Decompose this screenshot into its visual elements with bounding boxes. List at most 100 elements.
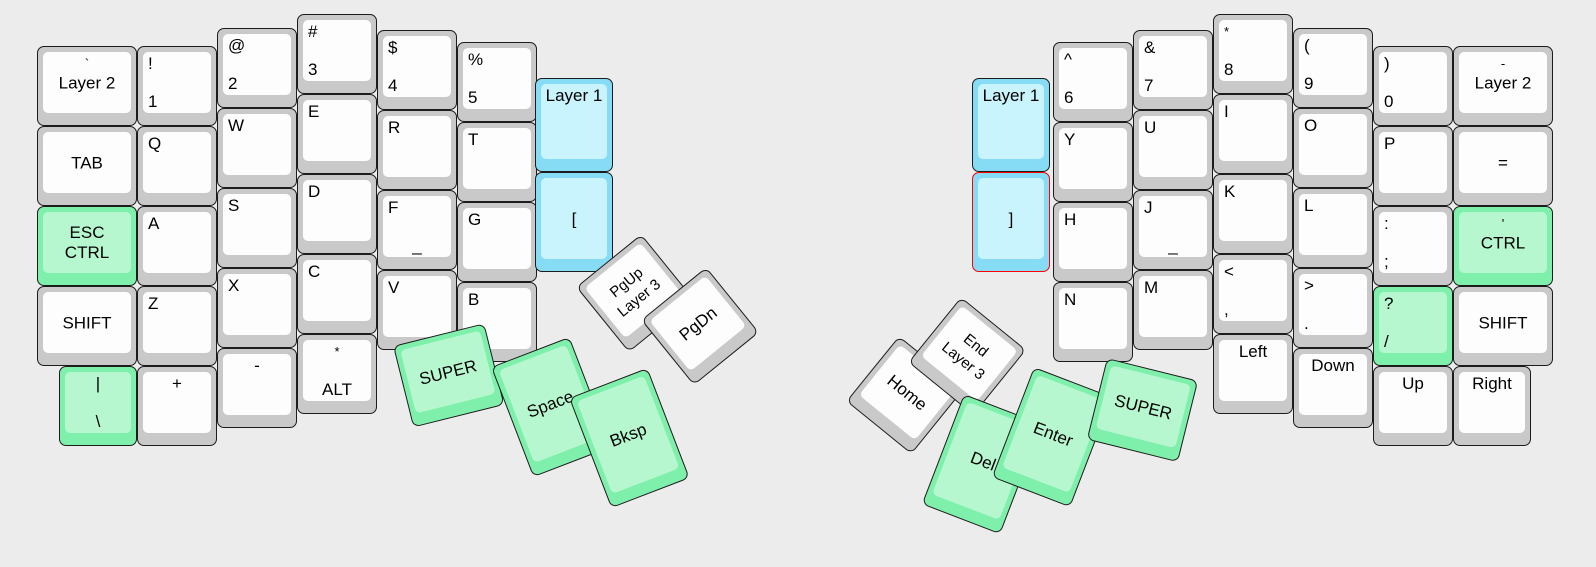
key-0[interactable]: ) 0 bbox=[1373, 46, 1453, 126]
keycap: TAB bbox=[43, 132, 131, 193]
key-bracket-left[interactable]: [ bbox=[535, 172, 613, 272]
key-c[interactable]: C bbox=[297, 254, 377, 334]
key-left[interactable]: Left bbox=[1213, 334, 1293, 414]
key-k[interactable]: K bbox=[1213, 174, 1293, 254]
key-equals[interactable]: = bbox=[1453, 126, 1553, 206]
key-slash[interactable]: ? / bbox=[1373, 286, 1453, 366]
keycap: ( 9 bbox=[1299, 34, 1367, 95]
key-l[interactable]: L bbox=[1293, 188, 1373, 268]
key-minus-layer2[interactable]: - Layer 2 bbox=[1453, 46, 1553, 126]
key-layer1-left[interactable]: Layer 1 bbox=[535, 78, 613, 172]
legend-top: - bbox=[1500, 56, 1506, 71]
keycap: M bbox=[1139, 276, 1207, 337]
key-h[interactable]: H bbox=[1053, 202, 1133, 282]
key-plus[interactable]: + bbox=[137, 366, 217, 446]
key-i[interactable]: I bbox=[1213, 94, 1293, 174]
key-tab[interactable]: TAB bbox=[37, 126, 137, 206]
keycap: R bbox=[383, 116, 451, 177]
keycap: $ 4 bbox=[383, 36, 451, 97]
key-down[interactable]: Down bbox=[1293, 348, 1373, 428]
key-bracket-right[interactable]: ] bbox=[972, 172, 1050, 272]
key-q[interactable]: Q bbox=[137, 126, 217, 206]
key-8[interactable]: * 8 bbox=[1213, 14, 1293, 94]
key-j[interactable]: J _ bbox=[1133, 190, 1213, 270]
keycap: : ; bbox=[1379, 212, 1447, 273]
key-u[interactable]: U bbox=[1133, 110, 1213, 190]
key-w[interactable]: W bbox=[217, 108, 297, 188]
legend-main: Layer 1 bbox=[982, 86, 1040, 105]
key-3[interactable]: # 3 bbox=[297, 14, 377, 94]
key-minus[interactable]: - bbox=[217, 348, 297, 428]
legend-main: N bbox=[1064, 290, 1077, 309]
key-super-right[interactable]: SUPER bbox=[1086, 358, 1199, 463]
legend-main: W bbox=[228, 116, 245, 135]
keycap: - Layer 2 bbox=[1459, 52, 1547, 113]
key-period[interactable]: > . bbox=[1293, 268, 1373, 348]
key-o[interactable]: O bbox=[1293, 108, 1373, 188]
keycap: # 3 bbox=[303, 20, 371, 81]
legend-main: J bbox=[1144, 198, 1153, 217]
legend-main: 9 bbox=[1304, 74, 1314, 93]
legend-main: Layer 2 bbox=[1474, 73, 1532, 92]
legend-main: Z bbox=[148, 294, 159, 313]
key-quote-ctrl[interactable]: ' CTRL bbox=[1453, 206, 1553, 286]
key-x[interactable]: X bbox=[217, 268, 297, 348]
legend-main: SHIFT bbox=[1478, 313, 1528, 332]
legend-main: / bbox=[1384, 332, 1389, 351]
key-2[interactable]: @ 2 bbox=[217, 28, 297, 108]
key-r[interactable]: R bbox=[377, 110, 457, 190]
key-y[interactable]: Y bbox=[1053, 122, 1133, 202]
keycap: SHIFT bbox=[1459, 292, 1547, 353]
key-4[interactable]: $ 4 bbox=[377, 30, 457, 110]
key-t[interactable]: T bbox=[457, 122, 537, 202]
key-p[interactable]: P bbox=[1373, 126, 1453, 206]
key-6[interactable]: ^ 6 bbox=[1053, 42, 1133, 122]
key-up[interactable]: Up bbox=[1373, 366, 1453, 446]
keycap: ? / bbox=[1379, 292, 1447, 353]
keycap: A bbox=[143, 212, 211, 273]
key-grave-layer2[interactable]: ` Layer 2 bbox=[37, 46, 137, 126]
keycap: L bbox=[1299, 194, 1367, 255]
legend-main: ALT bbox=[322, 380, 352, 399]
keycap: > . bbox=[1299, 274, 1367, 335]
key-s[interactable]: S bbox=[217, 188, 297, 268]
legend-main: A bbox=[148, 214, 160, 233]
key-5[interactable]: % 5 bbox=[457, 42, 537, 122]
keycap: N bbox=[1059, 288, 1127, 349]
keycap: SUPER bbox=[1095, 365, 1191, 449]
key-shift[interactable]: SHIFT bbox=[37, 286, 137, 366]
key-semicolon[interactable]: : ; bbox=[1373, 206, 1453, 286]
keycap: D bbox=[303, 180, 371, 241]
key-7[interactable]: & 7 bbox=[1133, 30, 1213, 110]
key-shift-right[interactable]: SHIFT bbox=[1453, 286, 1553, 366]
keycap: - bbox=[223, 354, 291, 415]
key-comma[interactable]: < , bbox=[1213, 254, 1293, 334]
legend-main: 2 bbox=[228, 74, 238, 93]
key-right[interactable]: Right bbox=[1453, 366, 1531, 446]
key-pipe-backslash[interactable]: | \ bbox=[59, 366, 137, 446]
key-e[interactable]: E bbox=[297, 94, 377, 174]
key-n[interactable]: N bbox=[1053, 282, 1133, 362]
legend-top: : bbox=[1384, 214, 1389, 233]
key-1[interactable]: ! 1 bbox=[137, 46, 217, 126]
key-asterisk-alt[interactable]: * ALT bbox=[297, 334, 377, 414]
key-f[interactable]: F _ bbox=[377, 190, 457, 270]
legend-main: V bbox=[388, 278, 400, 297]
keycap: ` Layer 2 bbox=[43, 52, 131, 113]
key-g[interactable]: G bbox=[457, 202, 537, 282]
keycap: * ALT bbox=[303, 340, 371, 401]
key-d[interactable]: D bbox=[297, 174, 377, 254]
legend-main: 3 bbox=[308, 60, 318, 79]
key-layer1-right[interactable]: Layer 1 bbox=[972, 78, 1050, 172]
legend-top: # bbox=[308, 22, 318, 41]
key-9[interactable]: ( 9 bbox=[1293, 28, 1373, 108]
key-m[interactable]: M bbox=[1133, 270, 1213, 350]
keycap: U bbox=[1139, 116, 1207, 177]
key-a[interactable]: A bbox=[137, 206, 217, 286]
key-z[interactable]: Z bbox=[137, 286, 217, 366]
keycap: G bbox=[463, 208, 531, 269]
legend-main: Layer 2 bbox=[58, 73, 116, 92]
keycap: V bbox=[383, 276, 451, 337]
